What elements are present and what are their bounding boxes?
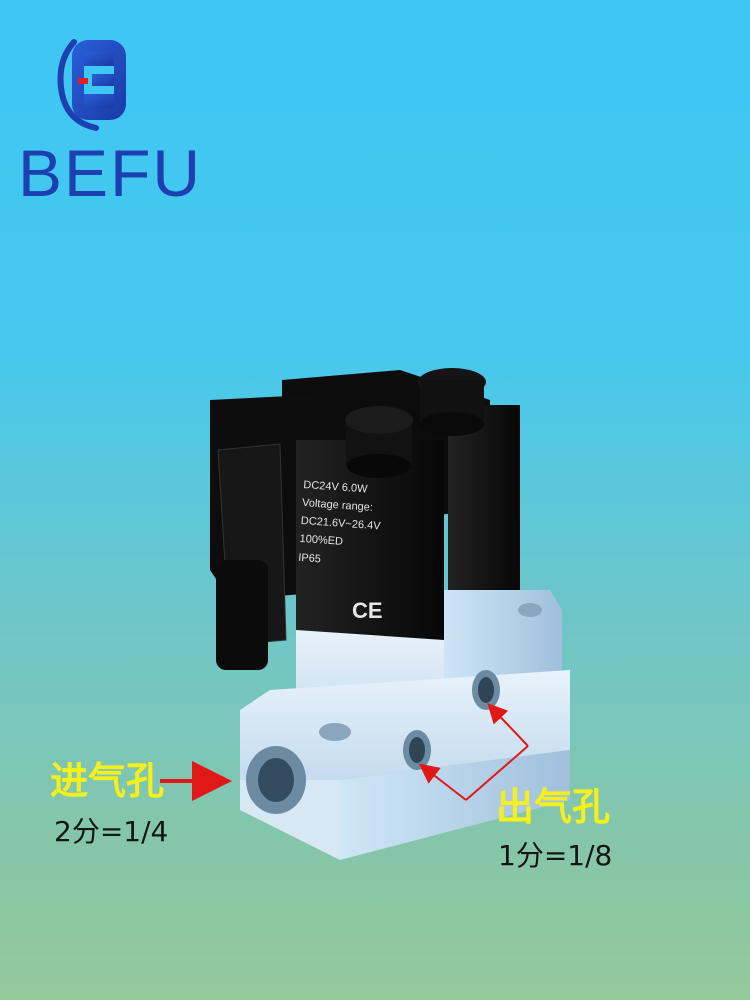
inlet-label: 进气孔 bbox=[50, 759, 165, 803]
brand-letter-u: U bbox=[152, 136, 203, 210]
befu-logo-icon bbox=[57, 39, 126, 131]
brand-letter-b: B bbox=[18, 136, 65, 210]
brand-letter-e: E bbox=[64, 136, 111, 210]
solenoid-valve-image bbox=[210, 368, 570, 860]
brand-name: BEFU bbox=[18, 140, 200, 206]
ce-mark: CE bbox=[352, 598, 383, 623]
inlet-size: 2分=1/4 bbox=[54, 815, 169, 848]
brand-letter-f: F bbox=[110, 136, 153, 210]
outlet-label: 出气孔 bbox=[496, 785, 611, 829]
coil-spec-text: DC24V 6.0W Voltage range: DC21.6V~26.4V … bbox=[298, 476, 384, 572]
outlet-size: 1分=1/8 bbox=[498, 839, 613, 872]
